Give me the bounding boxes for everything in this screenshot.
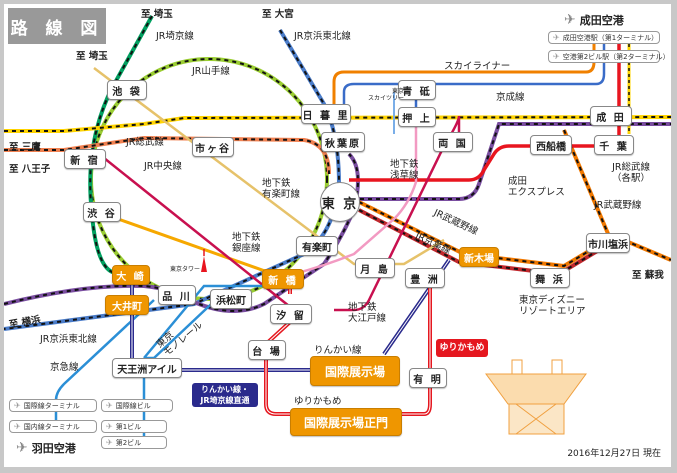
date-note: 2016年12月27日 現在 <box>567 449 661 459</box>
skyliner-line <box>332 44 596 106</box>
label-narita-express: 成田 エクスプレス <box>508 176 565 198</box>
airplane-icon: ✈ <box>553 52 560 61</box>
label-to-hachioji: 至 八王子 <box>9 164 51 175</box>
haneda-domestic-terminal-label: 国内線ターミナル <box>23 422 80 431</box>
label-jr-yamanote: JR山手線 <box>192 66 230 77</box>
station-daiba[interactable]: 台 場 <box>248 340 286 360</box>
label-subway-oedo: 地下鉄 大江戸線 <box>348 302 387 324</box>
label-to-omiya: 至 大宮 <box>262 9 294 20</box>
tokyo-big-sight-illustration <box>485 359 587 435</box>
label-jr-sobu-local: JR総武線 （各駅） <box>612 162 651 184</box>
station-shibuya[interactable]: 渋 谷 <box>83 202 121 222</box>
station-ryogoku[interactable]: 両 国 <box>433 132 473 152</box>
station-ichikawashiohama[interactable]: 市川塩浜 <box>586 233 630 253</box>
label-jr-keihin-tohoku-bottom: JR京浜東北線 <box>40 334 97 345</box>
airplane-icon: ✈ <box>14 422 21 431</box>
station-aoto[interactable]: 青 砥 <box>398 80 436 100</box>
haneda-international-terminal-station[interactable]: ✈ 国際線ターミナル <box>9 399 97 412</box>
label-skyliner: スカイライナー <box>444 61 511 72</box>
label-jr-musashino-right: JR武蔵野線 <box>594 200 642 211</box>
station-shinkiba[interactable]: 新木場 <box>459 247 499 267</box>
label-subway-asakusa: 地下鉄 浅草線 <box>390 159 419 181</box>
station-chiba[interactable]: 千 葉 <box>594 135 634 155</box>
label-tokyo-skytree: 東京 スカイツリー <box>368 88 405 102</box>
haneda-terminal-2-station[interactable]: ✈ 第2ビル <box>101 436 167 449</box>
haneda-terminal-2-label: 第2ビル <box>115 438 142 447</box>
station-narita[interactable]: 成 田 <box>590 106 632 126</box>
badge-rinkai-direct: りんかい線・ JR埼京線直通 <box>192 383 258 407</box>
station-tennozu-isle[interactable]: 天王洲アイル <box>112 358 182 378</box>
station-tokyo[interactable]: 東 京 <box>320 182 360 222</box>
airplane-icon: ✈ <box>16 440 28 456</box>
haneda-international-terminal-label: 国際線ターミナル <box>23 401 80 410</box>
label-keikyu: 京急線 <box>50 362 79 373</box>
narita-terminal-1-station[interactable]: ✈ 成田空港駅（第1ターミナル） <box>548 31 660 44</box>
airplane-icon: ✈ <box>14 401 21 410</box>
station-shinjuku[interactable]: 新 宿 <box>64 149 106 169</box>
station-oshiage[interactable]: 押 上 <box>398 107 436 127</box>
label-jr-saikyo: JR埼京線 <box>156 31 194 42</box>
station-shimbashi[interactable]: 新 橋 <box>262 269 304 289</box>
label-rinkai: りんかい線 <box>314 345 362 356</box>
label-jr-chuo: JR中央線 <box>144 161 182 172</box>
label-keisei: 京成線 <box>496 92 525 103</box>
station-oimachi[interactable]: 大井町 <box>105 295 149 315</box>
haneda-international-building-station[interactable]: ✈ 国際線ビル <box>101 399 173 412</box>
station-ikebukuro[interactable]: 池 袋 <box>107 80 147 100</box>
station-kokusai-tenjijo-seimon[interactable]: 国際展示場正門 <box>290 408 402 436</box>
haneda-terminal-1-label: 第1ビル <box>115 422 142 431</box>
haneda-airport-label: 羽田空港 <box>31 442 76 455</box>
station-osaki[interactable]: 大 崎 <box>112 265 150 285</box>
station-akihabara[interactable]: 秋葉原 <box>321 132 365 152</box>
label-subway-ginza: 地下鉄 銀座線 <box>232 232 261 254</box>
station-tsukishima[interactable]: 月 島 <box>355 258 395 278</box>
route-map-frame: 路 線 図 池 袋 日 暮 里 青 砥 押 上 成 田 新 宿 市ヶ谷 秋葉原 … <box>4 4 671 467</box>
jr-chuo-line <box>4 135 331 175</box>
station-ichigaya[interactable]: 市ヶ谷 <box>192 137 234 157</box>
page-title: 路 線 図 <box>8 8 106 44</box>
airplane-icon: ✈ <box>553 33 560 42</box>
narita-terminal-2-label: 空港第2ビル駅（第2ターミナル） <box>562 52 670 61</box>
haneda-terminal-1-station[interactable]: ✈ 第1ビル <box>101 420 167 433</box>
airplane-icon: ✈ <box>106 422 113 431</box>
station-nishifunabashi[interactable]: 西船橋 <box>530 135 572 155</box>
airplane-icon: ✈ <box>564 12 576 28</box>
station-shiodome[interactable]: 汐 留 <box>270 304 312 324</box>
narita-terminal-1-label: 成田空港駅（第1ターミナル） <box>562 33 659 42</box>
airplane-icon: ✈ <box>106 401 113 410</box>
label-to-saitama-left: 至 埼玉 <box>76 51 108 62</box>
label-subway-yurakucho: 地下鉄 有楽町線 <box>262 178 301 200</box>
jr-musashino-keiyo-line <box>358 129 671 277</box>
narita-airport-title: ✈ 成田空港 <box>564 12 624 28</box>
haneda-international-building-label: 国際線ビル <box>115 401 151 410</box>
label-to-soga: 至 蘇我 <box>632 270 664 281</box>
label-to-saitama-top: 至 埼玉 <box>141 9 173 20</box>
label-jr-keihin-tohoku-top: JR京浜東北線 <box>294 31 351 42</box>
tokyo-tower-icon <box>201 249 207 272</box>
station-ariake[interactable]: 有 明 <box>409 368 447 388</box>
station-toyosu[interactable]: 豊 洲 <box>405 268 445 288</box>
label-jr-sobu: JR総武線 <box>126 137 164 148</box>
station-nippori[interactable]: 日 暮 里 <box>301 104 351 124</box>
narita-airport-label: 成田空港 <box>579 14 624 27</box>
haneda-airport-title: ✈ 羽田空港 <box>16 440 76 456</box>
airplane-icon: ✈ <box>106 438 113 447</box>
badge-yurikamome: ゆりかもめ <box>436 339 488 357</box>
station-maihama[interactable]: 舞 浜 <box>530 268 570 288</box>
subway-ginza-line <box>103 212 280 278</box>
subway-asakusa-line <box>293 122 418 276</box>
station-yurakucho[interactable]: 有楽町 <box>296 236 338 256</box>
station-hamamatsucho[interactable]: 浜松町 <box>210 289 252 309</box>
station-shinagawa[interactable]: 品 川 <box>158 285 196 305</box>
label-tokyo-tower: 東京タワー <box>170 266 201 273</box>
station-kokusai-tenjijo[interactable]: 国際展示場 <box>310 356 400 386</box>
narita-terminal-2-station[interactable]: ✈ 空港第2ビル駅（第2ターミナル） <box>548 50 670 63</box>
label-tokyo-disney-resort: 東京ディズニー リゾートエリア <box>519 295 586 317</box>
haneda-domestic-terminal-station[interactable]: ✈ 国内線ターミナル <box>9 420 97 433</box>
label-to-mitaka: 至 三鷹 <box>9 142 41 153</box>
keisei-line <box>342 44 606 106</box>
label-yurikamome: ゆりかもめ <box>294 396 342 407</box>
